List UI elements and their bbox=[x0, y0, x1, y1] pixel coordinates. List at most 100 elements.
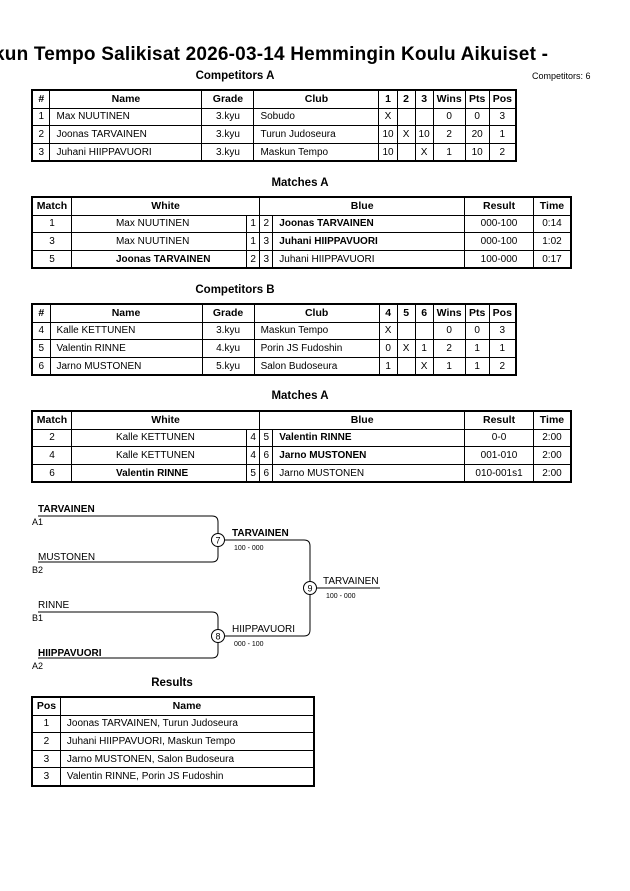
table-cell: 2 bbox=[31, 732, 61, 751]
table-cell: Juhani HIIPPAVUORI, Maskun Tempo bbox=[59, 732, 315, 751]
column-header: Name bbox=[49, 303, 203, 323]
match-7-marker bbox=[211, 533, 225, 547]
table-cell: Maskun Tempo bbox=[253, 321, 380, 341]
column-header: Time bbox=[532, 196, 572, 216]
results-title: Results bbox=[151, 677, 193, 689]
column-header: 2 bbox=[396, 89, 416, 109]
table-cell bbox=[396, 142, 416, 162]
column-header: Name bbox=[59, 696, 315, 716]
match-9-number: 9 bbox=[307, 584, 312, 594]
table-cell: 3 bbox=[31, 232, 72, 251]
table-cell: Turun Judoseura bbox=[253, 125, 380, 144]
table-cell: Joonas TARVAINEN bbox=[70, 249, 248, 269]
table-cell: Joonas TARVAINEN bbox=[272, 214, 466, 234]
table-cell: Maskun Tempo bbox=[253, 142, 380, 162]
column-header: Grade bbox=[201, 303, 255, 323]
bracket-diagram: TARVAINEN A1 MUSTONEN B2 7 TARVAINEN 100… bbox=[32, 504, 380, 671]
bracket-bot-a-seed: B1 bbox=[32, 613, 43, 623]
match-7-number: 7 bbox=[215, 536, 220, 546]
column-header: Blue bbox=[259, 196, 466, 216]
competitors-b-title: Competitors B bbox=[195, 284, 275, 296]
column-header: Pos bbox=[488, 89, 517, 109]
bracket-bot-b-seed: A2 bbox=[32, 661, 43, 671]
table-cell: 010-001s1 bbox=[464, 463, 534, 483]
table-cell: 1 bbox=[246, 232, 261, 251]
table-cell: 5 bbox=[259, 428, 274, 448]
table-cell: Valentin RINNE bbox=[272, 428, 466, 448]
table-cell: Max NUUTINEN bbox=[70, 214, 248, 234]
table-cell: X bbox=[414, 356, 434, 376]
table-cell: 3.kyu bbox=[201, 107, 255, 127]
match-8-score: 000 - 100 bbox=[234, 641, 264, 648]
table-cell: 2 bbox=[432, 339, 466, 358]
table-cell: 1 bbox=[488, 125, 517, 144]
table-cell: Jarno MUSTONEN bbox=[272, 446, 466, 465]
column-header: 5 bbox=[396, 303, 416, 323]
page-title: kun Tempo Salikisat 2026-03-14 Hemmingin… bbox=[0, 44, 549, 65]
table-cell: 3 bbox=[31, 767, 61, 787]
match-7-winner: TARVAINEN bbox=[232, 528, 289, 539]
column-header: # bbox=[31, 303, 51, 323]
table-cell: Max NUUTINEN bbox=[49, 107, 203, 127]
matches-a-title-2: Matches A bbox=[271, 390, 329, 402]
table-cell: 3 bbox=[259, 232, 274, 251]
table-cell: Kalle KETTUNEN bbox=[70, 446, 248, 465]
table-cell: 2:00 bbox=[532, 428, 572, 448]
table-cell: 5 bbox=[31, 339, 51, 358]
table-cell: 2 bbox=[488, 142, 517, 162]
table-cell bbox=[414, 321, 434, 341]
column-header: 4 bbox=[378, 303, 398, 323]
column-header: 6 bbox=[414, 303, 434, 323]
table-cell: 3 bbox=[31, 142, 51, 162]
table-cell: 6 bbox=[259, 463, 274, 483]
table-cell: 100-000 bbox=[464, 249, 534, 269]
table-cell: 1 bbox=[414, 339, 434, 358]
table-cell: Juhani HIIPPAVUORI bbox=[272, 232, 466, 251]
table-cell: 2 bbox=[31, 125, 51, 144]
match-8-marker bbox=[211, 629, 225, 643]
table-cell: 10 bbox=[414, 125, 434, 144]
table-cell: 3 bbox=[488, 321, 517, 341]
table-cell bbox=[396, 107, 416, 127]
table-cell: 5 bbox=[246, 463, 261, 483]
table-cell bbox=[396, 321, 416, 341]
table-cell: 4.kyu bbox=[201, 339, 255, 358]
table-cell: 0:17 bbox=[532, 249, 572, 269]
table-cell: 5.kyu bbox=[201, 356, 255, 376]
column-header: White bbox=[70, 196, 261, 216]
table-cell: 2 bbox=[259, 214, 274, 234]
table-cell: 3 bbox=[488, 107, 517, 127]
bracket-top-b-seed: B2 bbox=[32, 565, 43, 575]
table-cell: 3 bbox=[31, 749, 61, 769]
table-cell: Juhani HIIPPAVUORI bbox=[272, 249, 466, 269]
table-cell: 1 bbox=[464, 356, 490, 376]
competitors-a-title: Competitors A bbox=[195, 70, 275, 82]
table-cell: Salon Budoseura bbox=[253, 356, 380, 376]
column-header: Club bbox=[253, 89, 380, 109]
table-cell: 2:00 bbox=[532, 463, 572, 483]
match-7-score: 100 - 000 bbox=[234, 545, 264, 552]
table-cell: 3.kyu bbox=[201, 125, 255, 144]
table-cell: X bbox=[378, 321, 398, 341]
table-cell: Porin JS Fudoshin bbox=[253, 339, 380, 358]
match-8-winner: HIIPPAVUORI bbox=[232, 624, 295, 635]
match-8-number: 8 bbox=[215, 632, 220, 642]
column-header: Time bbox=[532, 410, 572, 430]
column-header: Wins bbox=[432, 89, 466, 109]
table-cell: Valentin RINNE bbox=[70, 463, 248, 483]
bracket-top-a-seed: A1 bbox=[32, 517, 43, 527]
table-cell: 4 bbox=[246, 446, 261, 465]
